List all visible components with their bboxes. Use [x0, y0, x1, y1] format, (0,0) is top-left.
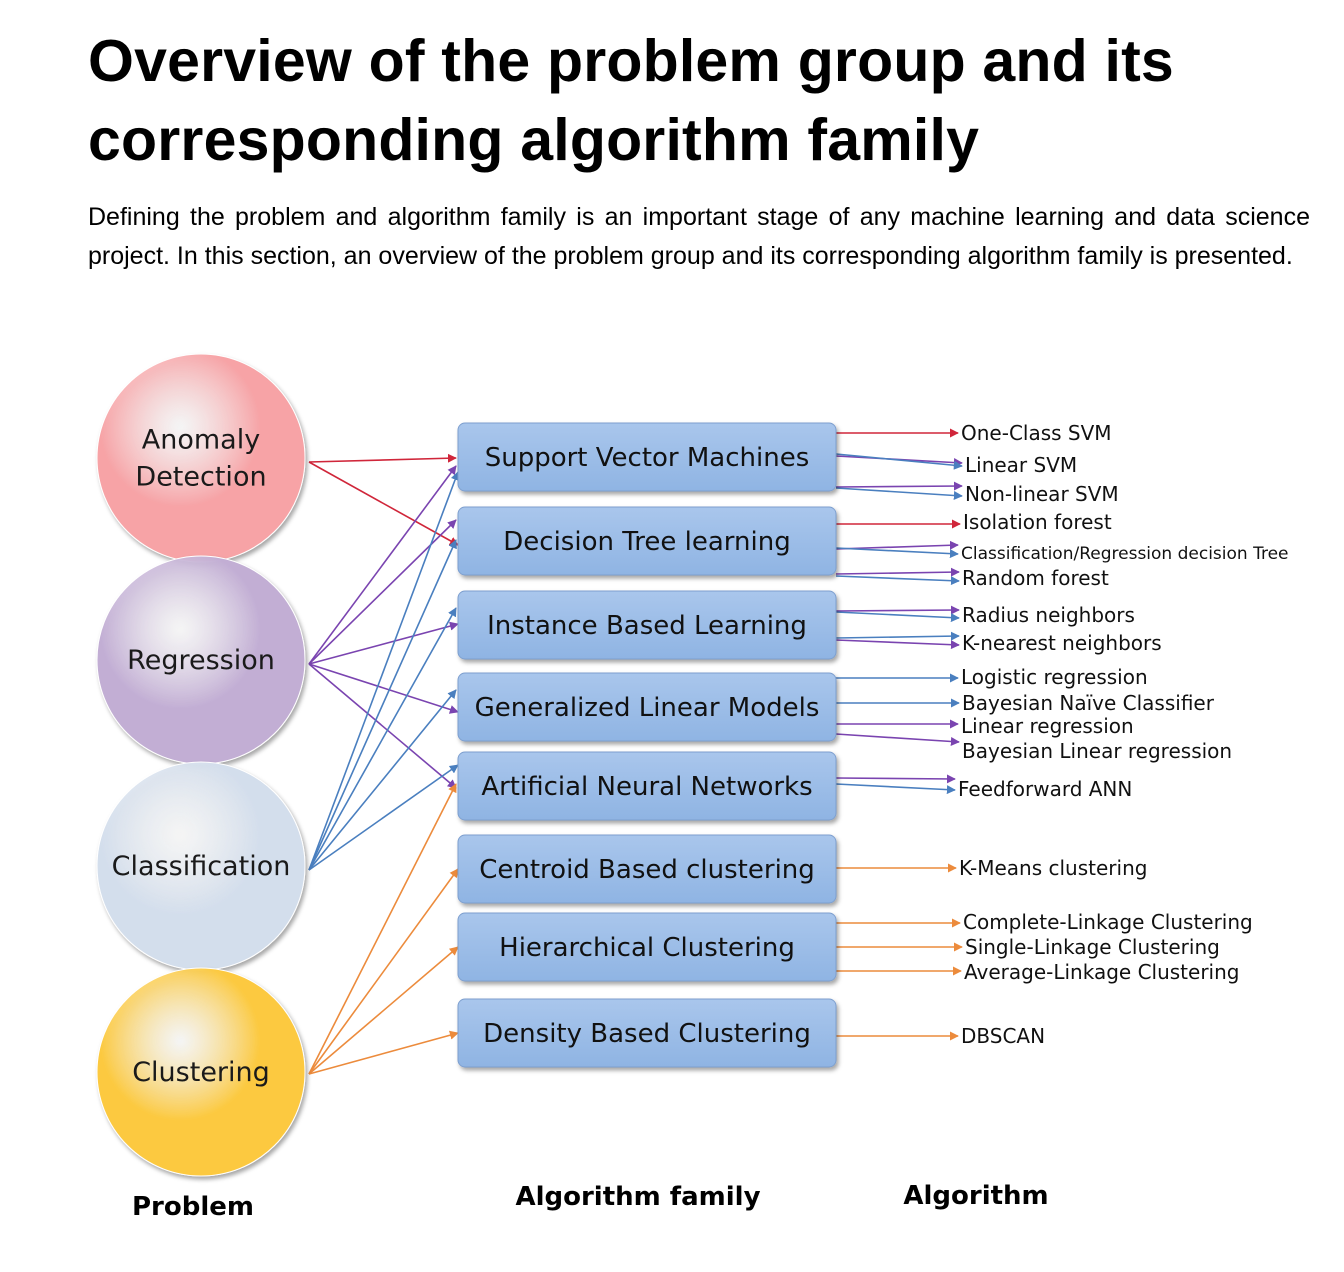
- link-svm-to-lsvm: [835, 453, 963, 470]
- link-dt-to-crdt: [835, 547, 959, 559]
- link-classification-to-glm: [308, 689, 457, 871]
- family-box: [457, 672, 837, 742]
- family-label: Instance Based Learning: [487, 611, 807, 641]
- family-box: [457, 506, 837, 576]
- link-classification-to-ibl: [308, 607, 457, 871]
- algorithm-linreg: Linear regression: [961, 714, 1134, 738]
- column-label-algorithm: Algorithm: [903, 1181, 1048, 1211]
- intro-paragraph: Defining the problem and algorithm famil…: [88, 203, 1310, 270]
- link-regression-to-glm: [308, 663, 459, 714]
- link-regression-to-dt: [308, 519, 457, 665]
- family-label: Artificial Neural Networks: [481, 772, 812, 802]
- algorithm-alc: Average-Linkage Clustering: [964, 960, 1239, 984]
- link-dt-to-rf: [835, 567, 960, 577]
- problem-circle: [96, 353, 306, 563]
- page-title: Overview of the problem group and its co…: [88, 28, 1174, 173]
- link-regression-to-ibl: [308, 621, 459, 665]
- algorithm-rf: Random forest: [962, 566, 1109, 590]
- family-dbc: Density Based Clustering: [457, 998, 837, 1068]
- problem-label: Classification: [112, 851, 291, 882]
- family-box: [457, 751, 837, 821]
- family-box: [457, 590, 837, 660]
- link-glm-to-blr: [835, 733, 960, 746]
- column-label-problem: Problem: [132, 1192, 254, 1222]
- family-label: Decision Tree learning: [503, 527, 790, 557]
- family-svm: Support Vector Machines: [457, 422, 837, 492]
- family-ibl: Instance Based Learning: [457, 590, 837, 660]
- family-label: Hierarchical Clustering: [499, 933, 795, 963]
- algorithm-dbscan: DBSCAN: [961, 1024, 1045, 1048]
- link-classification-to-ann: [308, 764, 459, 871]
- family-label: Centroid Based clustering: [479, 855, 815, 885]
- column-labels: Problem Algorithm family Algorithm: [132, 1181, 1049, 1222]
- family-hc: Hierarchical Clustering: [457, 912, 837, 982]
- algorithm-slc: Single-Linkage Clustering: [965, 935, 1220, 959]
- problem-label: Clustering: [132, 1057, 270, 1088]
- algorithm-lsvm: Linear SVM: [965, 453, 1077, 477]
- link-dt-to-rf: [835, 575, 960, 586]
- link-svm-to-nlsvm: [835, 481, 963, 491]
- problem-circle: [96, 967, 306, 1177]
- link-ibl-to-rn: [835, 605, 960, 615]
- problem-label: Regression: [127, 645, 275, 676]
- family-box: [457, 422, 837, 492]
- problem-label: Anomaly: [142, 425, 260, 456]
- family-ann: Artificial Neural Networks: [457, 751, 837, 821]
- problem-label: Detection: [135, 462, 266, 493]
- problem-clustering: Clustering: [96, 967, 306, 1177]
- problem-links: [308, 453, 460, 1075]
- problem-regression: Regression: [96, 555, 306, 765]
- problem-nodes: AnomalyDetectionRegressionClassification…: [96, 353, 306, 1177]
- algorithm-blr: Bayesian Linear regression: [962, 739, 1232, 763]
- link-svm-to-nlsvm: [835, 487, 963, 500]
- algorithm-crdt: Classification/Regression decision Tree: [961, 544, 1289, 564]
- link-clustering-to-ann: [308, 783, 457, 1075]
- link-ibl-to-rn: [835, 611, 960, 623]
- family-box: [457, 998, 837, 1068]
- family-box: [457, 834, 837, 904]
- algorithm-nlsvm: Non-linear SVM: [965, 482, 1119, 506]
- algorithm-labels: One-Class SVM Linear SVM Non-linear SVM Iso…: [958, 421, 1289, 1048]
- column-label-algorithm-family: Algorithm family: [515, 1182, 760, 1212]
- family-label: Density Based Clustering: [483, 1019, 811, 1049]
- algorithm-ffann: Feedforward ANN: [958, 777, 1132, 801]
- link-classification-to-svm: [308, 471, 460, 871]
- link-anomaly-to-svm: [308, 453, 457, 463]
- algorithm-iforest: Isolation forest: [963, 510, 1112, 534]
- link-ibl-to-knn: [835, 631, 960, 641]
- link-clustering-to-dbc: [308, 1030, 459, 1075]
- link-ann-to-ffann: [835, 774, 956, 784]
- algorithm-ocsvm: One-Class SVM: [961, 421, 1112, 445]
- link-ann-to-ffann: [835, 783, 956, 795]
- link-clustering-to-cbc: [308, 868, 459, 1075]
- family-box: [457, 912, 837, 982]
- algorithm-links: [835, 428, 963, 1041]
- link-clustering-to-hc: [308, 946, 459, 1075]
- family-cbc: Centroid Based clustering: [457, 834, 837, 904]
- link-ibl-to-knn: [835, 639, 960, 650]
- family-glm: Generalized Linear Models: [457, 672, 837, 742]
- link-regression-to-ann: [308, 663, 457, 789]
- problem-classification: Classification: [96, 761, 306, 971]
- link-regression-to-svm: [308, 465, 457, 665]
- family-label: Generalized Linear Models: [475, 693, 820, 723]
- algorithm-rn: Radius neighbors: [962, 603, 1135, 627]
- algorithm-bnc: Bayesian Naïve Classifier: [962, 691, 1215, 715]
- link-classification-to-dt: [308, 539, 457, 871]
- family-label: Support Vector Machines: [485, 443, 810, 473]
- algorithm-kmeans: K-Means clustering: [959, 856, 1147, 880]
- link-anomaly-to-dt: [308, 461, 459, 546]
- algorithm-knn: K-nearest neighbors: [962, 631, 1162, 655]
- algorithm-logreg: Logistic regression: [961, 665, 1148, 689]
- algorithm-clc: Complete-Linkage Clustering: [963, 910, 1253, 934]
- family-dt: Decision Tree learning: [457, 506, 837, 576]
